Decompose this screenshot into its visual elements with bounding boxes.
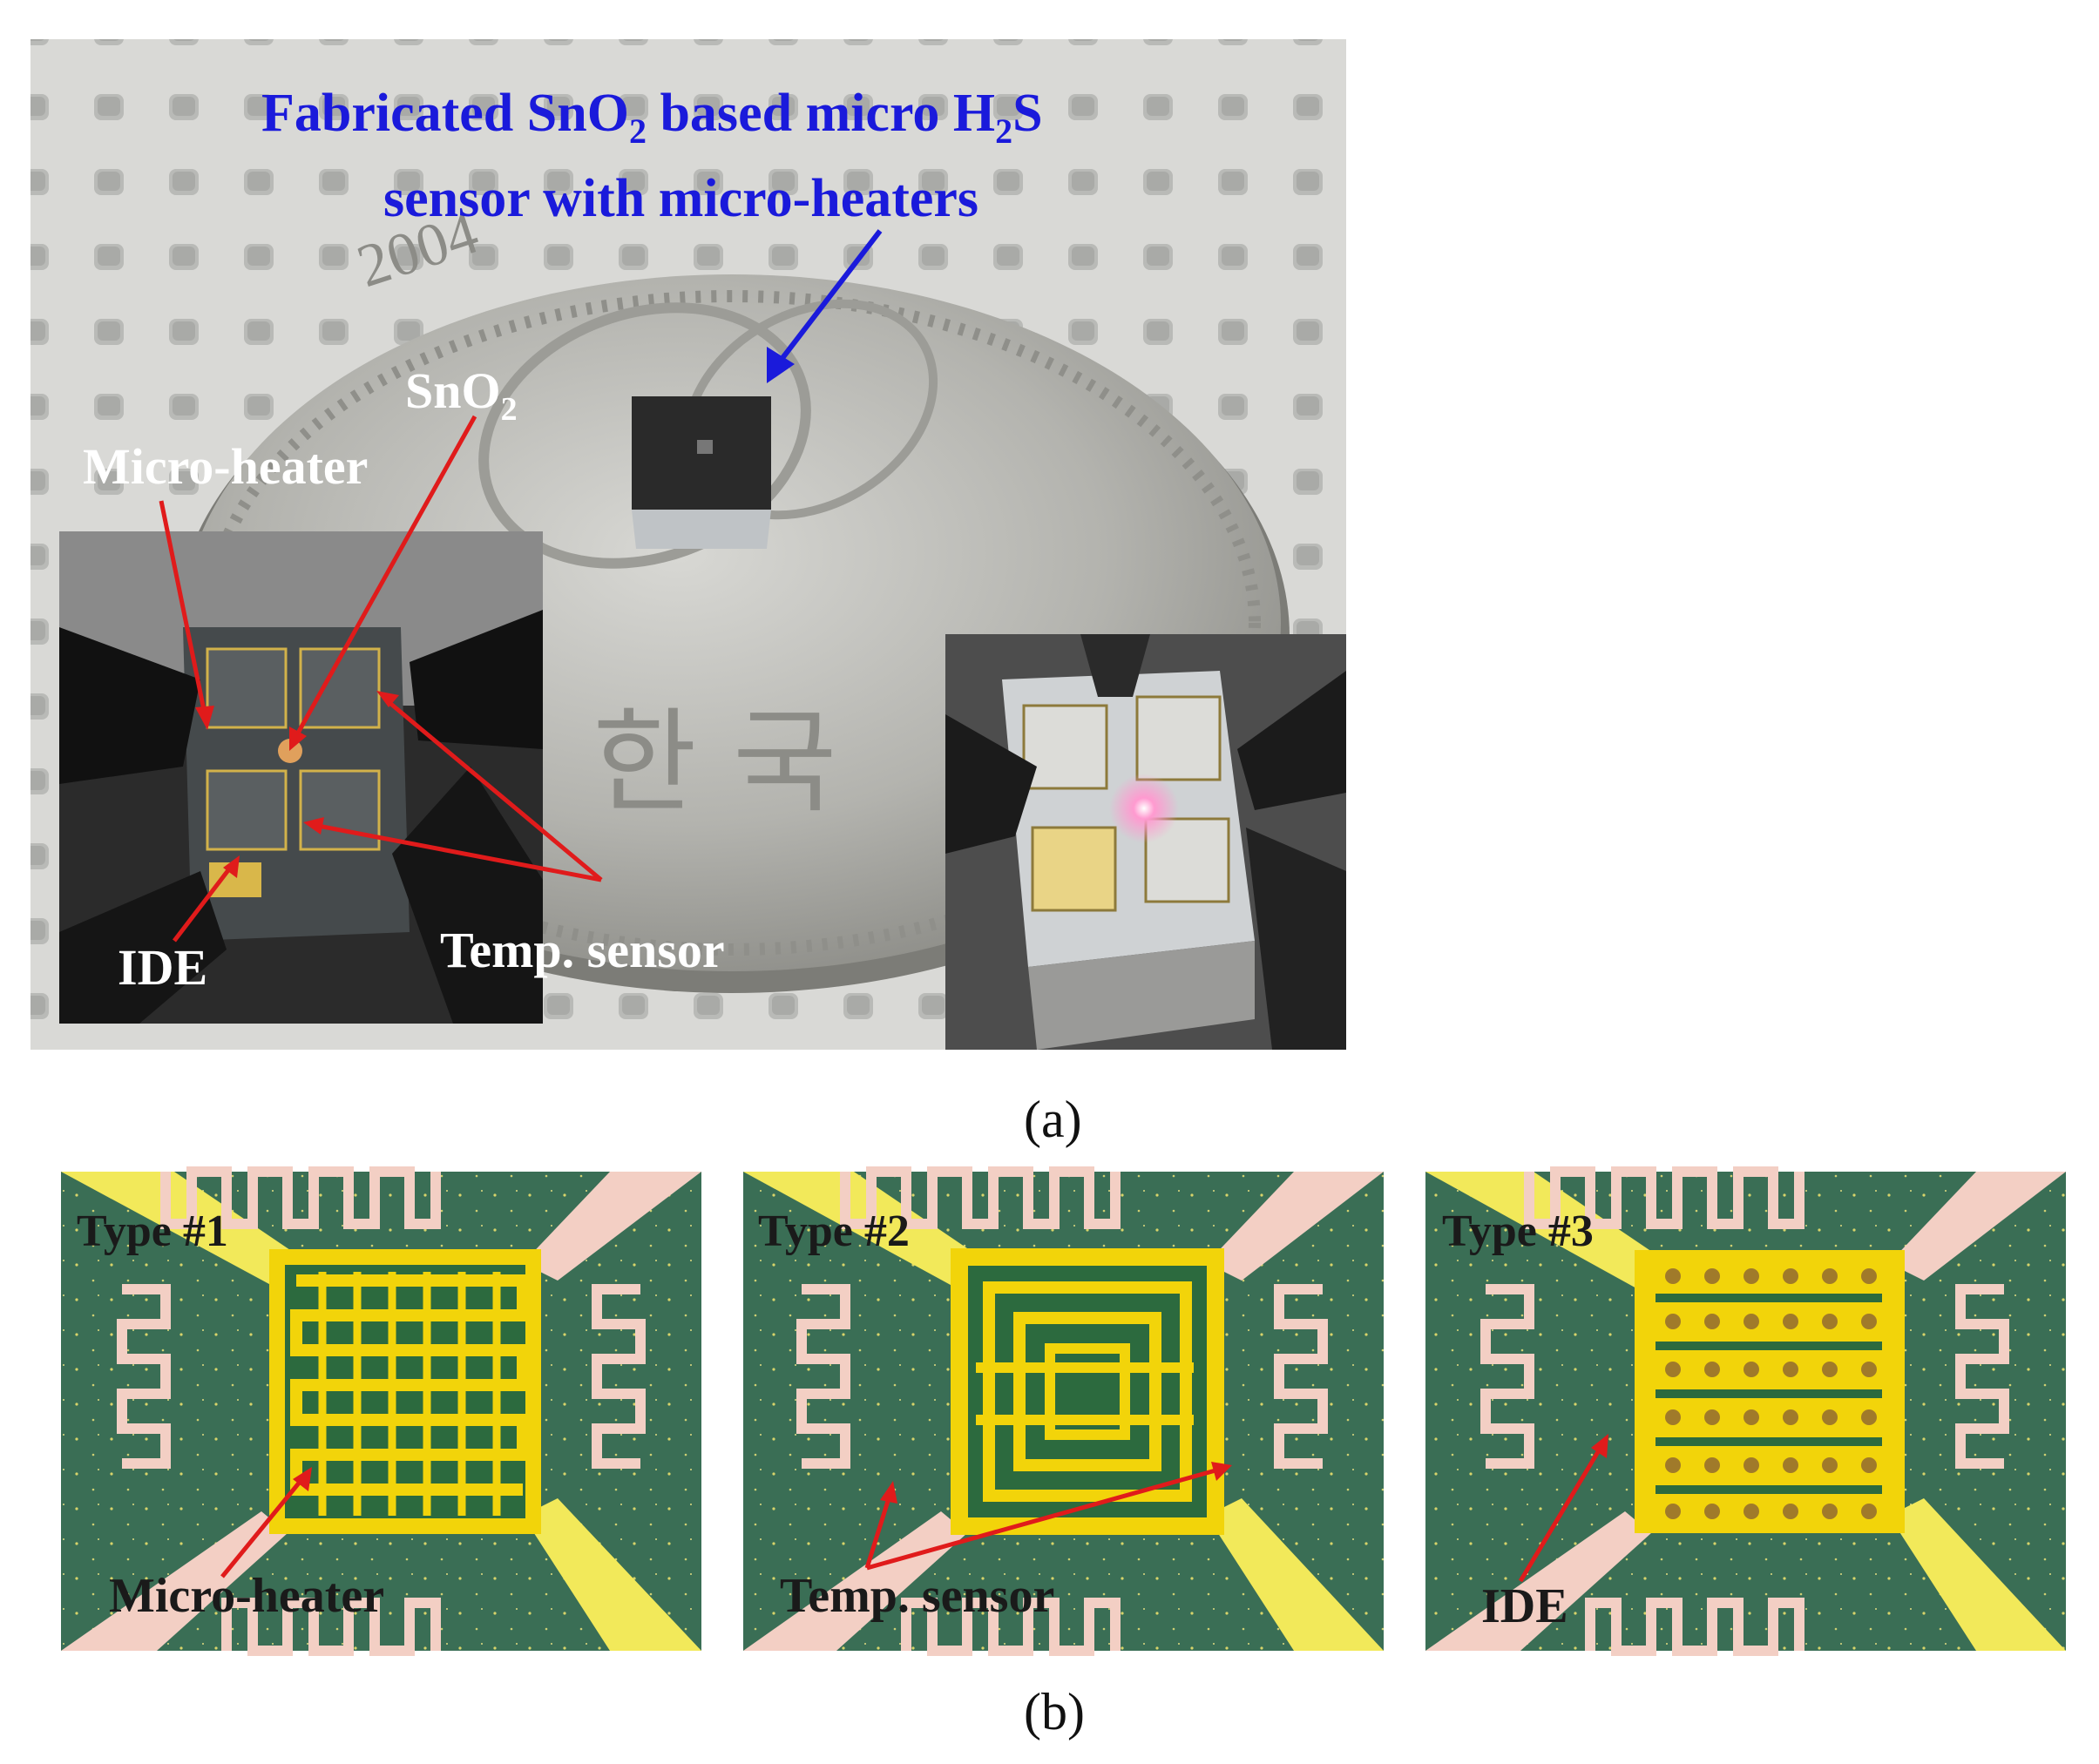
type-2-image	[743, 1166, 1384, 1656]
red-arrows-a	[159, 415, 603, 943]
micro-heater-label-a: Micro-heater	[83, 438, 368, 495]
type-3-label: Type #3	[1442, 1206, 1594, 1256]
type-3-image	[1425, 1166, 2066, 1656]
panel-a-title-line1: Fabricated SnO2 based micro H2S	[261, 84, 1043, 151]
type-2-label: Type #2	[758, 1206, 910, 1256]
sensor-chip	[632, 396, 771, 549]
title-part-2: based micro H	[647, 84, 995, 143]
panel-b: Type #1 Micro-heater Type #2 Temp. senso…	[61, 1166, 2066, 1740]
blue-arrow	[767, 229, 883, 383]
type-1-label: Type #1	[77, 1206, 228, 1256]
type-1-arrow	[220, 1467, 312, 1578]
title-part-3: S	[1012, 84, 1042, 143]
type-1-annotation: Micro-heater	[109, 1569, 384, 1623]
caption-a: (a)	[1024, 1091, 1082, 1148]
caption-b: (b)	[1024, 1683, 1085, 1740]
ide-label-a: IDE	[118, 939, 207, 996]
sno2-label: SnO2	[405, 362, 518, 428]
panel-a: 2004 한 국	[30, 39, 1346, 1148]
type-1-image	[61, 1166, 701, 1656]
coin-hangul-text: 한 국	[592, 696, 837, 828]
type-3-arrow	[1518, 1434, 1608, 1583]
type-2-arrows	[864, 1462, 1232, 1571]
title-sub-1: 2	[629, 112, 647, 151]
sno2-label-main: SnO	[405, 362, 501, 419]
title-sub-2: 2	[995, 112, 1012, 151]
left-inset-photo	[59, 531, 543, 1024]
title-part-1: Fabricated SnO	[261, 84, 629, 143]
sno2-label-sub: 2	[501, 391, 518, 428]
temp-sensor-label-a: Temp. sensor	[440, 922, 725, 978]
type-2-annotation: Temp. sensor	[780, 1569, 1054, 1623]
panel-a-title-line2: sensor with micro-heaters	[383, 169, 978, 228]
right-inset-photo	[945, 634, 1346, 1050]
type-3-annotation: IDE	[1481, 1579, 1568, 1633]
